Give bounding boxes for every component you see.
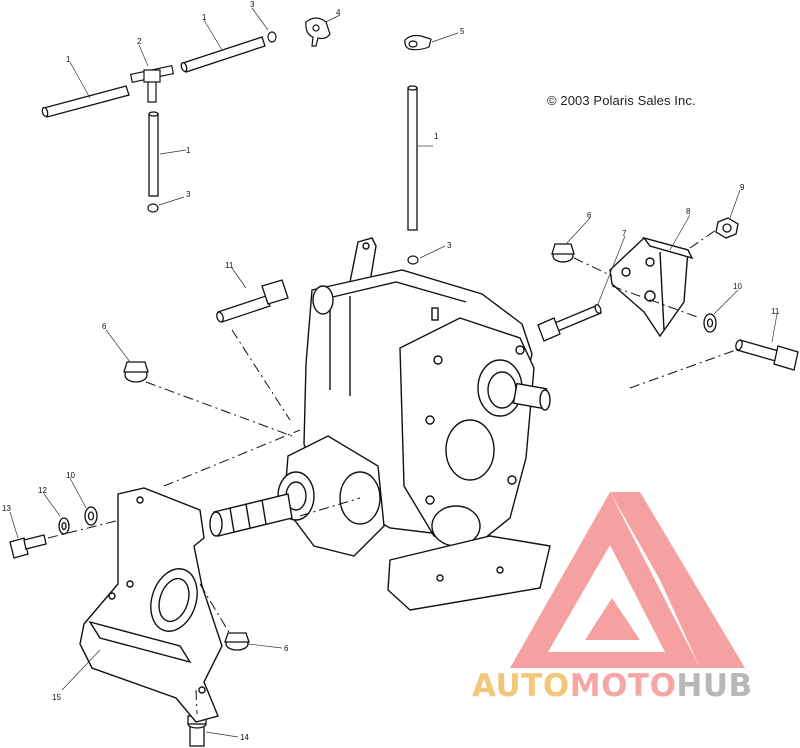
nut-upper-right xyxy=(715,217,739,239)
callout-10-washer-left: 10 xyxy=(66,471,75,480)
flange-nut-right xyxy=(551,243,575,263)
callout-3-clamp-center: 3 xyxy=(447,241,452,250)
callout-9-nut: 9 xyxy=(740,183,745,192)
lock-washer-left xyxy=(58,517,70,535)
hose-clamp-left xyxy=(147,203,159,213)
vent-tube-upper-right xyxy=(180,36,266,73)
front-mount-bracket xyxy=(79,487,223,723)
callout-11-bolt-top: 11 xyxy=(225,261,234,270)
washer-right xyxy=(703,313,717,333)
vent-tube-upper-left xyxy=(41,85,130,118)
callout-3-clamp-top: 3 xyxy=(250,0,255,9)
callout-labels: 1 1 1 1 2 3 3 3 4 5 6 6 6 7 8 9 10 10 11… xyxy=(2,0,780,742)
bolt-left-short xyxy=(9,534,47,559)
bolt-center-long xyxy=(537,304,602,342)
tube-clip xyxy=(305,17,331,47)
callout-1-tube-vertical: 1 xyxy=(186,146,191,155)
callout-3-clamp-left: 3 xyxy=(186,190,191,199)
vent-tube-vertical-left xyxy=(148,111,159,197)
callout-5-clamp: 5 xyxy=(460,27,465,36)
flange-nut-left xyxy=(123,361,149,383)
retaining-clamp xyxy=(404,34,432,51)
flange-nut-bottom xyxy=(224,632,250,651)
callout-14-bolt: 14 xyxy=(240,733,249,742)
callout-4-clip: 4 xyxy=(336,8,341,17)
callout-1-tube-top: 1 xyxy=(202,13,207,22)
rear-mount-bracket xyxy=(609,236,694,338)
watermark-moto: MOTO xyxy=(569,668,677,704)
callout-1-tube-left: 1 xyxy=(66,55,71,64)
hose-clamp-top xyxy=(267,31,277,43)
callout-13-bolt: 13 xyxy=(2,504,11,513)
vent-tube-vertical-center xyxy=(407,85,418,231)
bolt-upper-left xyxy=(216,279,289,323)
bolt-right xyxy=(735,339,799,371)
callout-11-bolt-right: 11 xyxy=(771,307,780,316)
hose-clamp-center xyxy=(407,255,419,265)
callout-8-bracket: 8 xyxy=(686,207,691,216)
watermark-auto: AUTO xyxy=(472,668,570,704)
watermark-logo xyxy=(510,492,745,668)
copyright-notice: © 2003 Polaris Sales Inc. xyxy=(547,93,696,108)
alignment-lines xyxy=(47,229,737,715)
callout-2-tee: 2 xyxy=(137,37,142,46)
callout-6-nut-left: 6 xyxy=(102,322,107,331)
callout-15-front-bracket: 15 xyxy=(52,693,61,702)
callout-6-nut-bottom: 6 xyxy=(284,644,289,653)
callout-12-lock-washer: 12 xyxy=(38,486,47,495)
watermark-hub: HUB xyxy=(676,668,753,704)
washer-left xyxy=(84,506,98,526)
watermark-brand-text: AUTOMOTOHUB xyxy=(472,668,753,704)
callout-10-washer-right: 10 xyxy=(733,282,742,291)
leader-lines xyxy=(9,7,778,738)
callout-6-nut-right: 6 xyxy=(587,211,592,220)
callout-1-tube-center: 1 xyxy=(434,132,439,141)
transmission-housing xyxy=(209,237,551,611)
tee-fitting xyxy=(129,65,175,103)
callout-7-bolt: 7 xyxy=(622,229,627,238)
